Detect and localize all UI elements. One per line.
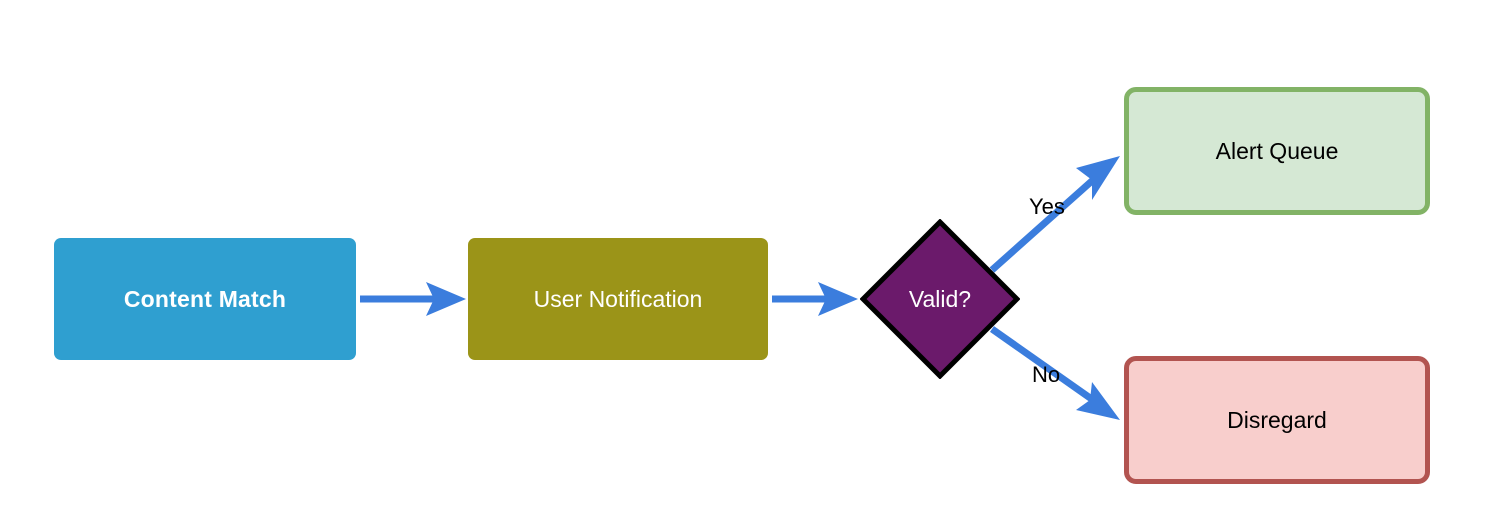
arrowhead-icon (1076, 156, 1120, 200)
edge-line (989, 326, 1096, 403)
edge-valid-to-alert-queue (989, 156, 1120, 273)
node-label: Content Match (123, 285, 287, 312)
node-content-match[interactable]: Content Match (54, 238, 356, 360)
edge-label-yes: Yes (1029, 194, 1065, 219)
edge-line (989, 177, 1096, 273)
node-valid-decision[interactable]: Valid? (860, 219, 1020, 379)
node-label: Disregard (1227, 406, 1327, 433)
edge-content-match-to-user-notification (360, 282, 466, 316)
edge-label-no: No (1032, 362, 1061, 387)
node-disregard[interactable]: Disregard (1124, 356, 1430, 484)
arrowhead-icon (426, 282, 466, 316)
arrowhead-icon (1076, 382, 1120, 420)
node-label: Valid? (908, 285, 972, 312)
node-label: Alert Queue (1215, 137, 1339, 164)
node-label: User Notification (533, 285, 703, 312)
edge-user-notification-to-valid (772, 282, 858, 316)
node-alert-queue[interactable]: Alert Queue (1124, 87, 1430, 215)
node-user-notification[interactable]: User Notification (468, 238, 768, 360)
arrowhead-icon (818, 282, 858, 316)
edge-valid-to-disregard (989, 326, 1120, 420)
diamond-shape (860, 219, 1020, 379)
